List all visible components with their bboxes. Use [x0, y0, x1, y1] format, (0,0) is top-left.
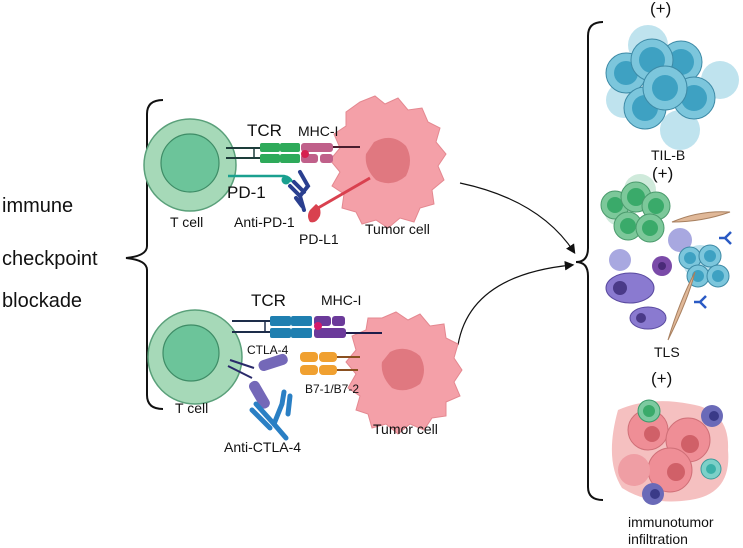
immunotumor-infiltration-cluster [611, 399, 729, 505]
label-blockade: blockade [2, 290, 83, 312]
label-tcr-bottom: TCR [251, 291, 286, 310]
label-anti-ctla-4: Anti-CTLA-4 [224, 439, 302, 455]
label-checkpoint: checkpoint [2, 248, 98, 270]
label-immune: immune [2, 195, 74, 217]
arrow-bottom [457, 260, 575, 346]
label-t-cell-bottom: T cell [175, 400, 209, 416]
label-tls: TLS [654, 344, 680, 360]
pd-l1-ligand [308, 176, 371, 223]
left-brace [125, 99, 164, 410]
tcr-receptor-bottom [270, 316, 312, 338]
t-cell-top [143, 118, 237, 212]
label-anti-pd-1: Anti-PD-1 [234, 214, 295, 230]
label-immunotumor-2: infiltration [628, 531, 688, 547]
mhc-i-bottom [314, 316, 382, 338]
anti-pd-1-antibody [288, 170, 311, 212]
label-t-cell-top: T cell [170, 214, 204, 230]
label-pd-l1: PD-L1 [299, 231, 339, 247]
t-cell-bottom [147, 309, 243, 405]
label-tumor-cell-bottom: Tumor cell [373, 421, 438, 437]
tls-cluster [600, 174, 732, 341]
anti-ctla-4-antibody [249, 389, 293, 441]
label-pd-1: PD-1 [227, 183, 266, 202]
mhc-i-top [301, 143, 360, 163]
label-b7: B7-1/B7-2 [305, 382, 360, 396]
b7-ligand [300, 352, 360, 375]
label-immunotumor-1: immunotumor [628, 514, 714, 530]
label-mhc-i-bottom: MHC-I [321, 292, 362, 308]
arrow-top [459, 182, 576, 255]
label-til-b: TIL-B [651, 147, 686, 163]
label-mhc-i-top: MHC-I [298, 123, 339, 139]
label-ctla-4: CTLA-4 [247, 343, 289, 357]
tcr-receptor-top [260, 143, 300, 163]
sign-tls: (+) [652, 164, 674, 183]
sign-til-b: (+) [650, 0, 672, 18]
label-tcr-top: TCR [247, 121, 282, 140]
tumor-cell-top [329, 95, 447, 229]
ctla-4-receptor [227, 353, 288, 409]
label-tumor-cell-top: Tumor cell [365, 221, 430, 237]
sign-immunotumor: (+) [651, 369, 673, 388]
til-b-cluster [605, 25, 739, 150]
right-brace [575, 21, 604, 501]
tumor-cell-bottom [345, 311, 463, 435]
